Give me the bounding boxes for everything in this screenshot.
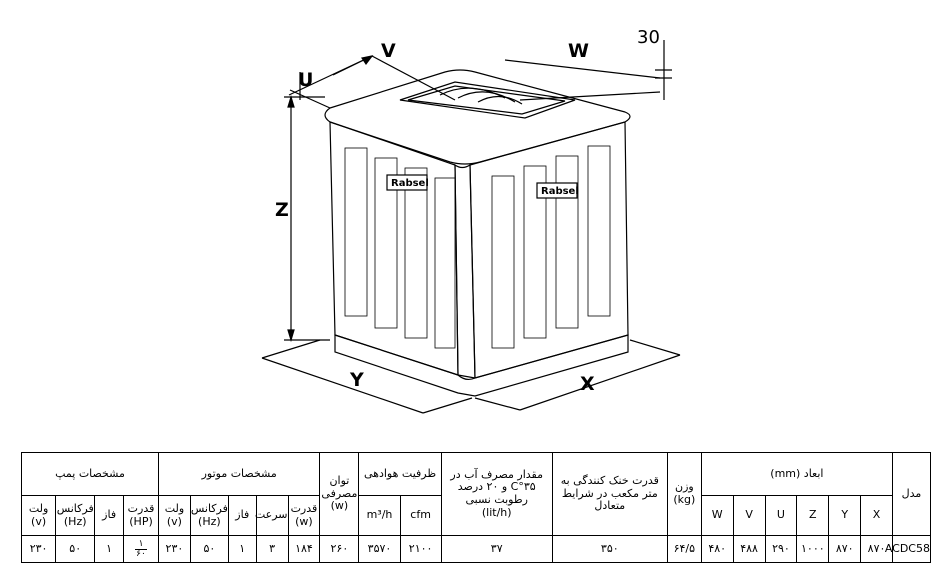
header-motor: مشخصات موتور bbox=[157, 452, 321, 496]
cell-y: ۸۷۰ bbox=[828, 535, 862, 563]
pump-power-denominator: ۶۰ bbox=[136, 548, 146, 559]
dimension-top-gap: 30 bbox=[637, 27, 672, 100]
col-z: Z bbox=[796, 495, 830, 536]
dimension-w: W bbox=[504, 40, 661, 101]
cell-v: ۴۸۸ bbox=[732, 535, 766, 563]
header-model: مدل bbox=[891, 452, 932, 536]
header-airflow: ظرفیت هوادهی bbox=[358, 452, 442, 496]
col-v: V bbox=[732, 495, 766, 536]
cell-motor-power: ۱۸۴ bbox=[287, 535, 321, 563]
cell-m3h: ۳۵۷۰ bbox=[358, 535, 401, 563]
cooler-technical-drawing: V W 30 U Z Y X bbox=[261, 27, 681, 414]
header-dimensions: ابعاد (mm) bbox=[700, 452, 893, 496]
cooler-body: Rabsel Rabsel bbox=[324, 69, 631, 397]
pump-power-numerator: ۱ bbox=[135, 539, 147, 550]
col-airflow-m3h: m³/h bbox=[358, 495, 401, 536]
dimension-v: V bbox=[288, 40, 456, 101]
cell-motor-freq: ۵۰ bbox=[189, 535, 229, 563]
col-pump-freq: فرکانس(Hz) bbox=[55, 495, 96, 536]
header-water-usage: مقدار مصرف آب در ۳۵°C و ۲۰ درصد رطوبت نس… bbox=[440, 452, 553, 536]
label-v: V bbox=[381, 40, 396, 62]
spec-table: مدل ابعاد (mm) وزن(kg) قدرت خنک کنندگی ب… bbox=[20, 452, 932, 563]
cell-pump-freq: ۵۰ bbox=[55, 535, 96, 563]
dimension-x: X bbox=[474, 339, 681, 411]
cell-motor-speed: ۳ bbox=[255, 535, 289, 563]
col-motor-power: قدرت(w) bbox=[287, 495, 321, 536]
col-u: U bbox=[764, 495, 798, 536]
cell-z: ۱۰۰۰ bbox=[796, 535, 830, 563]
right-louvers bbox=[491, 145, 611, 349]
cell-pump-volt: ۲۳۰ bbox=[20, 535, 57, 563]
header-power: توان مصرفی(w) bbox=[319, 452, 360, 536]
label-y: Y bbox=[349, 369, 364, 391]
dimension-u: U bbox=[289, 69, 331, 109]
label-30: 30 bbox=[637, 27, 660, 48]
header-cooling-capacity: قدرت خنک کنندگی به متر مکعب در شرایط متع… bbox=[551, 452, 668, 536]
label-w: W bbox=[568, 40, 589, 62]
col-motor-phase: فاز bbox=[227, 495, 257, 536]
cell-motor-phase: ۱ bbox=[227, 535, 257, 563]
brand-right: Rabsel bbox=[541, 186, 579, 197]
col-w: W bbox=[700, 495, 734, 536]
brand-left: Rabsel bbox=[391, 178, 429, 189]
col-motor-speed: سرعت bbox=[255, 495, 289, 536]
cell-water: ۳۷ bbox=[440, 535, 553, 563]
table-row: ACDC58 ۸۷۰ ۸۷۰ ۱۰۰۰ ۲۹۰ ۴۸۸ ۴۸۰ ۶۴/۵ ۳۵۰… bbox=[20, 535, 932, 563]
cell-weight: ۶۴/۵ bbox=[666, 535, 702, 563]
col-pump-volt: ولت(v) bbox=[20, 495, 57, 536]
label-x: X bbox=[580, 373, 595, 395]
cell-w: ۴۸۰ bbox=[700, 535, 734, 563]
header-pump: مشخصات پمپ bbox=[21, 452, 159, 496]
left-louvers bbox=[344, 147, 456, 349]
cell-cooling: ۳۵۰ bbox=[551, 535, 668, 563]
cell-u: ۲۹۰ bbox=[764, 535, 798, 563]
header-weight: وزن(kg) bbox=[666, 452, 702, 536]
col-airflow-cfm: cfm bbox=[399, 495, 442, 536]
col-pump-power: قدرت(HP) bbox=[123, 495, 159, 536]
dimension-y: Y bbox=[261, 339, 473, 414]
label-u: U bbox=[298, 69, 313, 91]
col-y: Y bbox=[828, 495, 862, 536]
dimension-z: Z bbox=[275, 94, 330, 343]
col-motor-volt: ولت(v) bbox=[157, 495, 191, 536]
cell-power: ۲۶۰ bbox=[319, 535, 360, 563]
cell-cfm: ۲۱۰۰ bbox=[399, 535, 442, 563]
cell-pump-phase: ۱ bbox=[94, 535, 125, 563]
col-x: X bbox=[860, 495, 893, 536]
cell-model: ACDC58 bbox=[885, 535, 932, 563]
col-pump-phase: فاز bbox=[94, 495, 125, 536]
label-z: Z bbox=[275, 199, 289, 221]
col-motor-freq: فرکانس(Hz) bbox=[189, 495, 229, 536]
cell-motor-volt: ۲۳۰ bbox=[157, 535, 191, 563]
